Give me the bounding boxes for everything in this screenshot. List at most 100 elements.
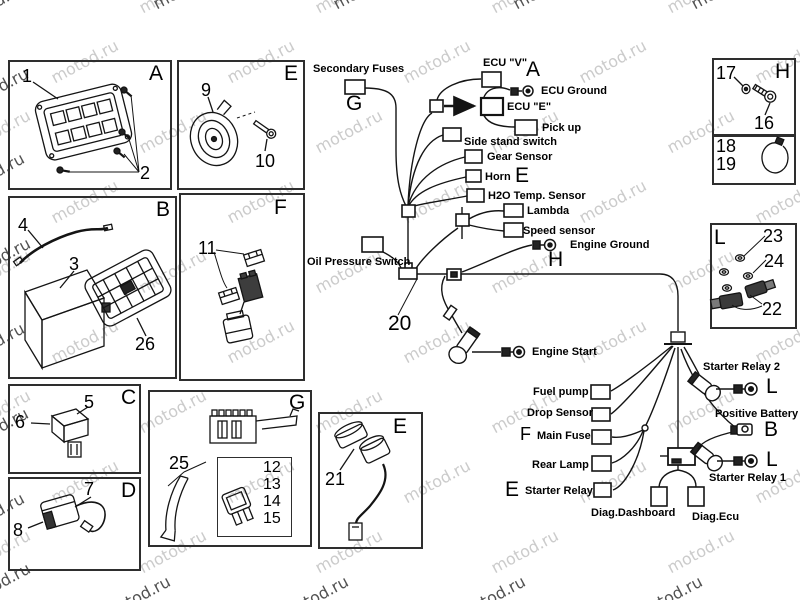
part-number-26: 26: [135, 334, 156, 354]
box-letter-f: F: [274, 196, 287, 219]
label-b-pb: B: [764, 418, 779, 441]
spark-cap-icon: [448, 326, 481, 365]
part-number-22: 22: [762, 299, 783, 319]
ecu-illustration: [32, 81, 140, 174]
part-number-5: 5: [84, 392, 95, 412]
label-side-stand: Side stand switch: [464, 136, 557, 148]
label-engine-start: Engine Start: [532, 346, 597, 358]
bolt-icon-16: [751, 83, 777, 103]
label-fuel-pump: Fuel pump: [533, 386, 589, 398]
box-letter-d: D: [121, 479, 137, 502]
part-box-e1: [177, 60, 305, 190]
harness-connectors: [344, 71, 705, 507]
part-box-h2: [712, 135, 796, 185]
part-box-f: [179, 193, 305, 381]
label-rear-lamp: Rear Lamp: [532, 459, 589, 471]
part-box-g: [148, 390, 312, 547]
bolt-icon: [252, 119, 277, 139]
battery-cover-icon: [84, 249, 172, 327]
harness-wires: [363, 78, 738, 491]
label-secondary-fuses: Secondary Fuses: [313, 63, 405, 75]
fastener-illustration: [733, 76, 789, 174]
battery-illustration: [12, 223, 172, 371]
mini-fuse-icon: [221, 486, 254, 526]
spark-cap-icon-sr2: [686, 370, 721, 402]
fuse-detail-box: [217, 457, 292, 537]
part-number-21: 21: [325, 469, 346, 489]
part-number-16: 16: [754, 113, 775, 133]
part-number-3: 3: [69, 254, 80, 274]
label-h-eg: H: [548, 248, 564, 271]
part-number-8: 8: [13, 520, 24, 540]
label-pick-up: Pick up: [542, 122, 582, 134]
label-l-sr1: L: [766, 448, 778, 471]
relay-illustration: [30, 406, 90, 458]
part-number-18: 18: [716, 136, 737, 156]
label-speed-sensor: Speed sensor: [523, 225, 596, 237]
part-number-6: 6: [15, 412, 26, 432]
part-number-12: 12: [263, 459, 281, 476]
fuse-puller-icon: [159, 475, 189, 542]
ring-terminals: [501, 85, 758, 468]
part-number-4: 4: [18, 215, 29, 235]
cap-sensor-illustration: [334, 421, 391, 541]
label-main-fuse: Main Fuse: [537, 430, 591, 442]
label-positive-battery: Positive Battery: [715, 408, 799, 420]
part-number-7: 7: [84, 479, 95, 499]
box-letter-c: C: [121, 386, 137, 409]
fuse-holder-illustration: [213, 248, 266, 344]
label-l-sr2: L: [766, 375, 778, 398]
part-box-c: [8, 384, 141, 474]
label-diag-ecu: Diag.Ecu: [692, 511, 740, 523]
label-engine-ground: Engine Ground: [570, 239, 650, 251]
label-e-horn: E: [515, 164, 530, 187]
label-starter-relay2: Starter Relay 2: [703, 361, 781, 373]
label-oil-pressure: Oil Pressure Switch: [307, 256, 411, 268]
part-number-25: 25: [169, 453, 190, 473]
part-number-10: 10: [255, 151, 276, 171]
part-box-b: [8, 196, 177, 379]
label-g: G: [346, 92, 363, 115]
label-ecu-e: ECU "E": [507, 101, 552, 113]
box-letter-a: A: [149, 62, 164, 85]
spark-cap-icon-sr1: [689, 441, 723, 472]
part-number-2: 2: [140, 163, 151, 183]
part-number-1: 1: [22, 66, 33, 86]
box-letter-h: H: [775, 60, 791, 83]
part-box-d: [8, 477, 141, 571]
part-number-19: 19: [716, 154, 737, 174]
part-box-e2: [318, 412, 423, 549]
fusebox-illustration: [159, 408, 300, 542]
label-lambda: Lambda: [527, 205, 570, 217]
part-number-9: 9: [201, 80, 212, 100]
starter-relay1-terminal-icon: [733, 454, 758, 468]
part-number-15: 15: [263, 510, 281, 527]
part-box-l: [710, 223, 797, 329]
label-e-sr: E: [505, 478, 520, 501]
label-a: A: [526, 58, 541, 81]
part-number-23: 23: [763, 226, 784, 246]
part-number-24: 24: [764, 251, 785, 271]
part-number-17: 17: [716, 63, 737, 83]
sensor-illustration: [27, 494, 106, 534]
part-number-13: 13: [263, 476, 281, 493]
positive-battery-terminal-icon: [730, 423, 753, 436]
part-box-a: [8, 60, 172, 190]
box-letter-b: B: [156, 198, 171, 221]
label-diag-dashboard: Diag.Dashboard: [591, 507, 676, 519]
label-h2o: H2O Temp. Sensor: [488, 190, 586, 202]
box-letter-e1: E: [284, 62, 299, 85]
label-ecu-v: ECU "V": [483, 57, 528, 69]
box-letter-e2: E: [393, 415, 408, 438]
engine-ground-terminal-icon: [532, 238, 557, 252]
label-starter-relay1: Starter Relay 1: [709, 472, 787, 484]
ecu-ground-terminal-icon: [510, 85, 534, 97]
label-starter-relay: Starter Relay: [525, 485, 593, 497]
part-number-14: 14: [263, 493, 281, 510]
starter-relay2-terminal-icon: [733, 382, 758, 396]
label-drop-sensor: Drop Sensor: [527, 407, 594, 419]
terminal-kit-illustration: [709, 235, 777, 310]
label-ecu-ground: ECU Ground: [541, 85, 607, 97]
